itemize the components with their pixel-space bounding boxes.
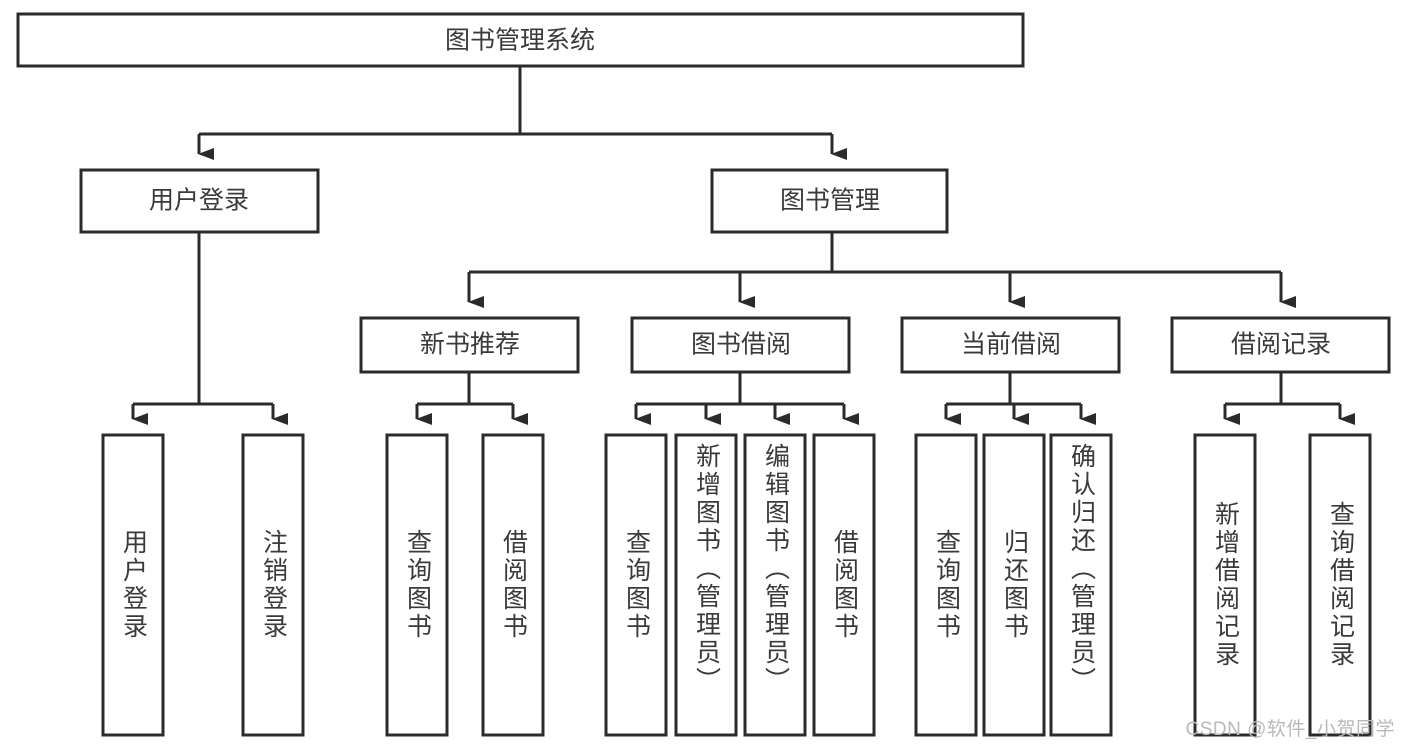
leaf-add-book-admin-box[interactable] (674, 433, 738, 737)
leaf-borrow-book-box[interactable] (812, 433, 876, 737)
node-user-login[interactable]: 用户登录 (79, 168, 320, 234)
connector-group-current-borrow (944, 372, 1096, 425)
node-borrow-record[interactable]: 借阅记录 (1170, 316, 1391, 374)
connector-group-borrow-record (1223, 372, 1355, 425)
node-borrow-record-box (1170, 316, 1391, 374)
leaf-add-borrow-record-box[interactable] (1193, 433, 1257, 737)
node-book-borrow-box (630, 316, 851, 374)
node-user-login-box (79, 168, 320, 234)
node-current-borrow[interactable]: 当前借阅 (900, 316, 1121, 374)
node-root-label: 图书管理系统 (445, 27, 595, 55)
node-book-management-label: 图书管理 (780, 187, 880, 215)
node-new-book-recommend-box (359, 316, 580, 374)
connector-group-book-management (467, 232, 1296, 308)
leaf-query-book-borrow-box[interactable] (604, 433, 668, 737)
node-new-book-recommend[interactable]: 新书推荐 (359, 316, 580, 374)
connector-group-root (197, 66, 847, 160)
leaf-return-book-box[interactable] (982, 433, 1046, 737)
leaf-query-book-recommend-box[interactable] (385, 433, 449, 737)
leaf-logout-login-box[interactable] (241, 433, 305, 737)
leaf-query-book-current-box[interactable] (914, 433, 978, 737)
node-book-borrow-label: 图书借阅 (691, 331, 791, 359)
leaf-boxes (101, 433, 1372, 737)
node-borrow-record-label: 借阅记录 (1231, 331, 1331, 359)
node-current-borrow-label: 当前借阅 (961, 331, 1061, 359)
node-book-management[interactable]: 图书管理 (710, 168, 949, 234)
connector-group-user-login (131, 232, 288, 425)
node-user-login-label: 用户登录 (149, 187, 249, 215)
leaf-borrow-book-recommend-box[interactable] (481, 433, 545, 737)
leaf-confirm-return-admin-box[interactable] (1049, 433, 1113, 737)
leaf-user-login-box[interactable] (101, 433, 165, 737)
node-book-management-box (710, 168, 949, 234)
connector-group-new-book-recommend (415, 372, 528, 425)
connector-group-book-borrow (634, 372, 859, 425)
node-root[interactable]: 图书管理系统 (16, 12, 1025, 68)
node-current-borrow-box (900, 316, 1121, 374)
leaf-edit-book-admin-box[interactable] (743, 433, 807, 737)
node-book-borrow[interactable]: 图书借阅 (630, 316, 851, 374)
node-new-book-recommend-label: 新书推荐 (420, 331, 520, 359)
leaf-query-borrow-record-box[interactable] (1308, 433, 1372, 737)
node-root-box (16, 12, 1025, 68)
csdn-watermark: CSDN @软件_小贺同学 (1185, 719, 1395, 740)
